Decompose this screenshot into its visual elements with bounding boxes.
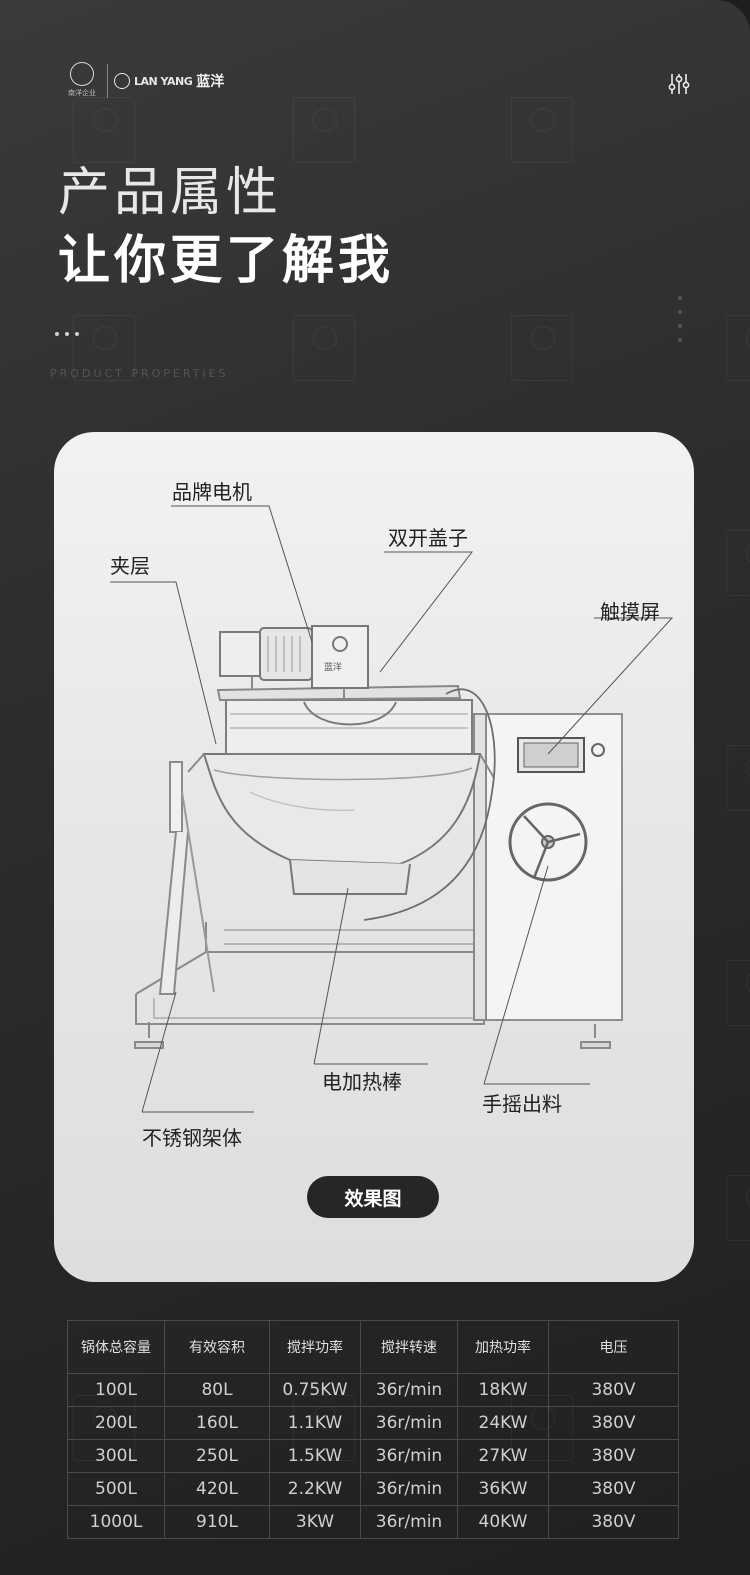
label-motor: 品牌电机 <box>172 480 252 504</box>
table-cell: 0.75KW <box>269 1373 361 1407</box>
label-touchscreen: 触摸屏 <box>600 600 660 624</box>
page-subtitle: PRODUCT PROPERTIES <box>50 367 229 380</box>
machine-nameplate: 蓝洋 <box>324 661 342 673</box>
table-header-cell: 电压 <box>548 1320 679 1374</box>
table-cell: 250L <box>164 1439 270 1473</box>
table-cell: 100L <box>67 1373 165 1407</box>
table-cell: 36r/min <box>360 1373 458 1407</box>
table-cell: 36r/min <box>360 1439 458 1473</box>
table-cell: 420L <box>164 1472 270 1506</box>
table-cell: 380V <box>548 1373 679 1407</box>
decorative-vertical-dots <box>678 296 682 342</box>
table-cell: 380V <box>548 1439 679 1473</box>
label-lid: 双开盖子 <box>388 526 468 550</box>
table-header-cell: 有效容积 <box>164 1320 270 1374</box>
label-heater: 电加热棒 <box>322 1070 402 1094</box>
brand-logo-secondary: LAN YANG 蓝洋 <box>114 71 224 91</box>
table-cell: 300L <box>67 1439 165 1473</box>
brand-logo-cn: 蓝洋 <box>196 74 225 90</box>
table-cell: 18KW <box>457 1373 549 1407</box>
table-header-cell: 锅体总容量 <box>67 1320 165 1374</box>
decorative-dots <box>55 332 79 336</box>
table-row: 1000L 910L 3KW 36r/min 40KW 380V <box>67 1505 679 1539</box>
machine-illustration: 蓝洋 <box>110 505 674 1113</box>
brand-logo-latin: LAN YANG <box>134 74 193 88</box>
table-cell: 36r/min <box>360 1406 458 1440</box>
label-jacket: 夹层 <box>110 554 150 578</box>
brand-logo-primary-text: 南洋企业 <box>68 89 96 97</box>
label-handcrank: 手摇出料 <box>482 1092 562 1116</box>
table-cell: 200L <box>67 1406 165 1440</box>
table-cell: 910L <box>164 1505 270 1539</box>
table-cell: 380V <box>548 1505 679 1539</box>
brand-logo-primary: 南洋企业 <box>62 62 102 98</box>
table-header-cell: 搅拌转速 <box>360 1320 458 1374</box>
table-cell: 1.1KW <box>269 1406 361 1440</box>
table-cell: 2.2KW <box>269 1472 361 1506</box>
table-cell: 36r/min <box>360 1472 458 1506</box>
table-cell: 27KW <box>457 1439 549 1473</box>
table-cell: 1.5KW <box>269 1439 361 1473</box>
settings-sliders-icon[interactable] <box>668 72 690 96</box>
table-row: 200L 160L 1.1KW 36r/min 24KW 380V <box>67 1406 679 1440</box>
product-card: 蓝洋 品牌电机 双开盖子 夹层 触摸屏 电加热棒 不锈钢架体 手摇出料 效果图 <box>54 432 694 1282</box>
table-cell: 1000L <box>67 1505 165 1539</box>
table-header-row: 锅体总容量 有效容积 搅拌功率 搅拌转速 加热功率 电压 <box>67 1320 679 1374</box>
table-cell: 40KW <box>457 1505 549 1539</box>
table-header-cell: 加热功率 <box>457 1320 549 1374</box>
seal-icon <box>70 62 94 86</box>
page-title: 产品属性 <box>58 163 283 223</box>
table-row: 100L 80L 0.75KW 36r/min 18KW 380V <box>67 1373 679 1407</box>
spec-table: 锅体总容量 有效容积 搅拌功率 搅拌转速 加热功率 电压 100L 80L 0.… <box>67 1320 679 1539</box>
table-cell: 36r/min <box>360 1505 458 1539</box>
table-cell: 3KW <box>269 1505 361 1539</box>
table-cell: 36KW <box>457 1472 549 1506</box>
table-cell: 160L <box>164 1406 270 1440</box>
rendering-button[interactable]: 效果图 <box>307 1176 439 1218</box>
table-cell: 380V <box>548 1406 679 1440</box>
table-cell: 80L <box>164 1373 270 1407</box>
table-cell: 380V <box>548 1472 679 1506</box>
table-row: 300L 250L 1.5KW 36r/min 27KW 380V <box>67 1439 679 1473</box>
brand-mark-icon <box>114 73 130 89</box>
table-header-cell: 搅拌功率 <box>269 1320 361 1374</box>
page-title-secondary: 让你更了解我 <box>58 231 395 291</box>
table-cell: 24KW <box>457 1406 549 1440</box>
table-cell: 500L <box>67 1472 165 1506</box>
label-frame: 不锈钢架体 <box>142 1126 242 1150</box>
table-row: 500L 420L 2.2KW 36r/min 36KW 380V <box>67 1472 679 1506</box>
logo-divider <box>107 64 108 98</box>
